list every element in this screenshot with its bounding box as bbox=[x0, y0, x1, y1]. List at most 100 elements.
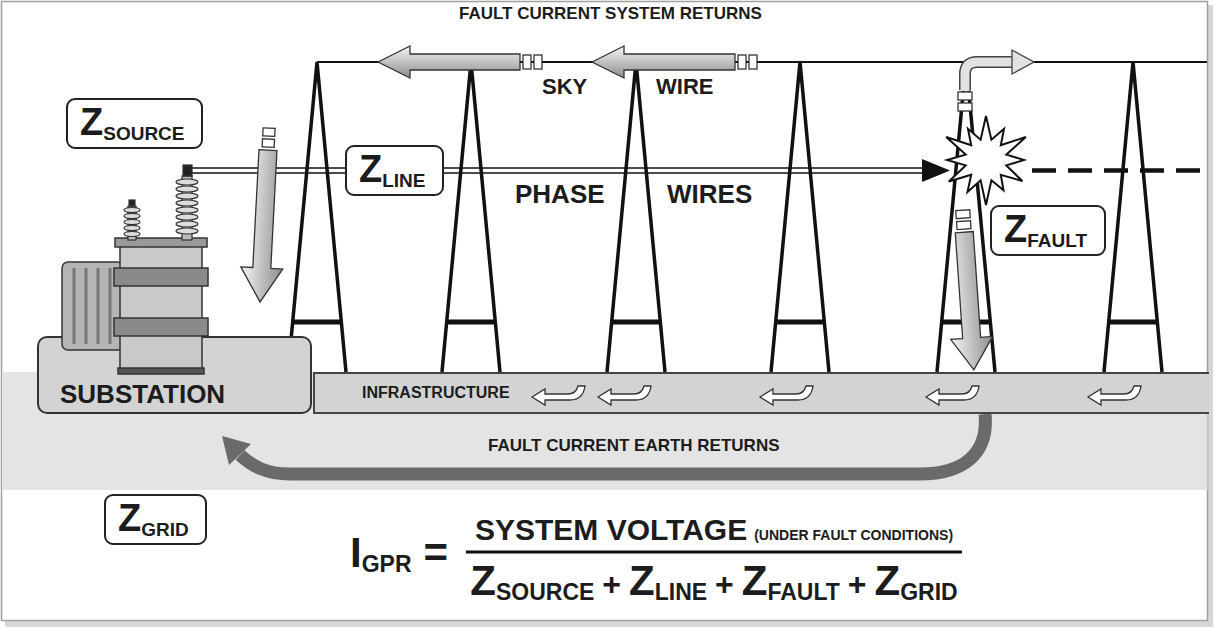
transmission-tower bbox=[937, 62, 995, 372]
phase-arrowhead bbox=[922, 159, 950, 182]
transmission-tower bbox=[447, 320, 495, 325]
wire-label: WIRES bbox=[667, 180, 752, 210]
formula-subscript: LINE bbox=[655, 581, 707, 604]
transformer-bushing bbox=[176, 214, 198, 220]
impedance-subscript: GRID bbox=[141, 520, 189, 539]
formula-symbol: Z bbox=[875, 560, 901, 602]
transformer-tank bbox=[120, 244, 202, 370]
impedance-symbol: Z bbox=[359, 150, 382, 188]
formula-numerator-text: SYSTEM VOLTAGE bbox=[475, 515, 747, 545]
system-return-arrow bbox=[378, 46, 757, 78]
substation-down-arrow bbox=[239, 149, 289, 303]
annotation-text: FAULT CURRENT EARTH RETURNS bbox=[488, 436, 780, 456]
impedance-subscript: SOURCE bbox=[103, 124, 184, 143]
transformer-bushing bbox=[176, 193, 198, 199]
transformer-bushing bbox=[176, 228, 198, 234]
transformer-bushing bbox=[124, 214, 140, 219]
formula-operator: + bbox=[848, 568, 867, 600]
transmission-tower bbox=[607, 62, 665, 372]
transmission-tower bbox=[1104, 62, 1162, 372]
impedance-symbol: Z bbox=[1004, 210, 1027, 248]
infrastructure-return-arrow bbox=[532, 386, 1141, 405]
impedance-subscript: LINE bbox=[382, 171, 425, 190]
formula-note: (UNDER FAULT CONDITIONS) bbox=[754, 528, 953, 542]
fault-down-arrow bbox=[942, 209, 995, 372]
formula-denominator: ZSOURCE+ZLINE+ZFAULT+ZGRID bbox=[464, 560, 964, 602]
infrastructure-return-arrow bbox=[760, 386, 813, 405]
fault-arc-arrow bbox=[958, 92, 972, 100]
formula-subscript: GRID bbox=[900, 581, 958, 604]
transformer-bushing bbox=[128, 206, 136, 240]
transmission-tower bbox=[1109, 320, 1157, 325]
formula-subscript: FAULT bbox=[767, 581, 839, 604]
transmission-tower bbox=[288, 62, 1162, 372]
transmission-tower bbox=[612, 320, 660, 325]
impedance-box: ZSOURCE bbox=[66, 98, 203, 149]
substation-box: SUBSTATION bbox=[37, 336, 312, 414]
fault-down-arrow bbox=[943, 231, 995, 372]
transformer-radiator bbox=[73, 268, 76, 344]
area-name: INFRASTRUCTURE bbox=[362, 384, 510, 402]
formula-operator: + bbox=[715, 568, 734, 600]
fraction-bar bbox=[466, 551, 962, 554]
fault-down-arrow bbox=[956, 210, 971, 219]
formula-symbol: Z bbox=[470, 560, 496, 602]
annotation-text: FAULT CURRENT SYSTEM RETURNS bbox=[459, 4, 762, 24]
earth-return-arrow bbox=[222, 436, 251, 465]
formula-numerator: SYSTEM VOLTAGE (UNDER FAULT CONDITIONS) bbox=[464, 515, 964, 545]
transmission-tower bbox=[776, 320, 824, 325]
transformer-bushing bbox=[124, 232, 140, 237]
transformer-bushing bbox=[124, 208, 140, 213]
fault-arc-arrow bbox=[958, 103, 972, 111]
fault-burst bbox=[946, 116, 1026, 205]
transmission-tower bbox=[771, 62, 829, 372]
impedance-subscript: FAULT bbox=[1027, 231, 1087, 250]
transformer-radiator bbox=[109, 268, 112, 344]
substation-down-arrow bbox=[262, 139, 274, 148]
transformer-tank bbox=[114, 318, 208, 336]
formula-symbol: I bbox=[350, 532, 362, 574]
earth-return-arrow bbox=[240, 414, 985, 474]
transformer-radiator bbox=[62, 262, 124, 350]
transmission-tower bbox=[288, 62, 346, 372]
infrastructure-return-arrow bbox=[926, 386, 979, 405]
fault-down-arrow bbox=[957, 221, 972, 230]
transformer-bushing bbox=[124, 165, 198, 240]
transformer-bushing bbox=[129, 200, 135, 206]
infrastructure-return-arrow bbox=[1088, 386, 1141, 405]
infrastructure-return-arrow bbox=[532, 386, 585, 405]
transformer-bushing bbox=[176, 200, 198, 206]
transformer-tank bbox=[118, 368, 204, 374]
impedance-symbol: Z bbox=[80, 103, 103, 141]
formula-symbol: Z bbox=[742, 560, 768, 602]
wire-label: WIRE bbox=[656, 74, 713, 99]
transformer-bushing bbox=[124, 220, 140, 225]
infrastructure-band: INFRASTRUCTURE bbox=[313, 372, 1209, 414]
formula-subscript: SOURCE bbox=[496, 581, 594, 604]
system-return-arrow bbox=[534, 55, 542, 69]
transformer-bushing bbox=[183, 165, 192, 176]
transformer-bushing bbox=[176, 207, 198, 213]
transformer-bushing bbox=[176, 179, 198, 185]
wire-label: PHASE bbox=[515, 180, 605, 210]
formula-subscript: GPR bbox=[362, 553, 412, 576]
transformer-bushing bbox=[124, 226, 140, 231]
impedance-symbol: Z bbox=[118, 499, 141, 537]
impedance-box: ZLINE bbox=[345, 145, 444, 196]
substation-down-arrow bbox=[239, 127, 290, 303]
fault-arc-arrow bbox=[965, 62, 1015, 91]
transformer-tank bbox=[114, 268, 208, 286]
transformer-bushing bbox=[176, 186, 198, 192]
impedance-box: ZFAULT bbox=[990, 205, 1106, 256]
system-return-arrow bbox=[592, 46, 735, 78]
transformer-tank bbox=[115, 238, 207, 247]
area-name: SUBSTATION bbox=[60, 380, 225, 410]
phase-wire bbox=[192, 172, 925, 174]
system-return-arrow bbox=[738, 55, 746, 69]
transformer-radiator bbox=[97, 268, 100, 344]
transformer-bushing bbox=[182, 176, 192, 240]
earth-return-arrow bbox=[222, 414, 985, 474]
fault-arc-arrow bbox=[965, 62, 1014, 90]
formula-symbol: Z bbox=[629, 560, 655, 602]
phase-wire bbox=[192, 167, 925, 169]
